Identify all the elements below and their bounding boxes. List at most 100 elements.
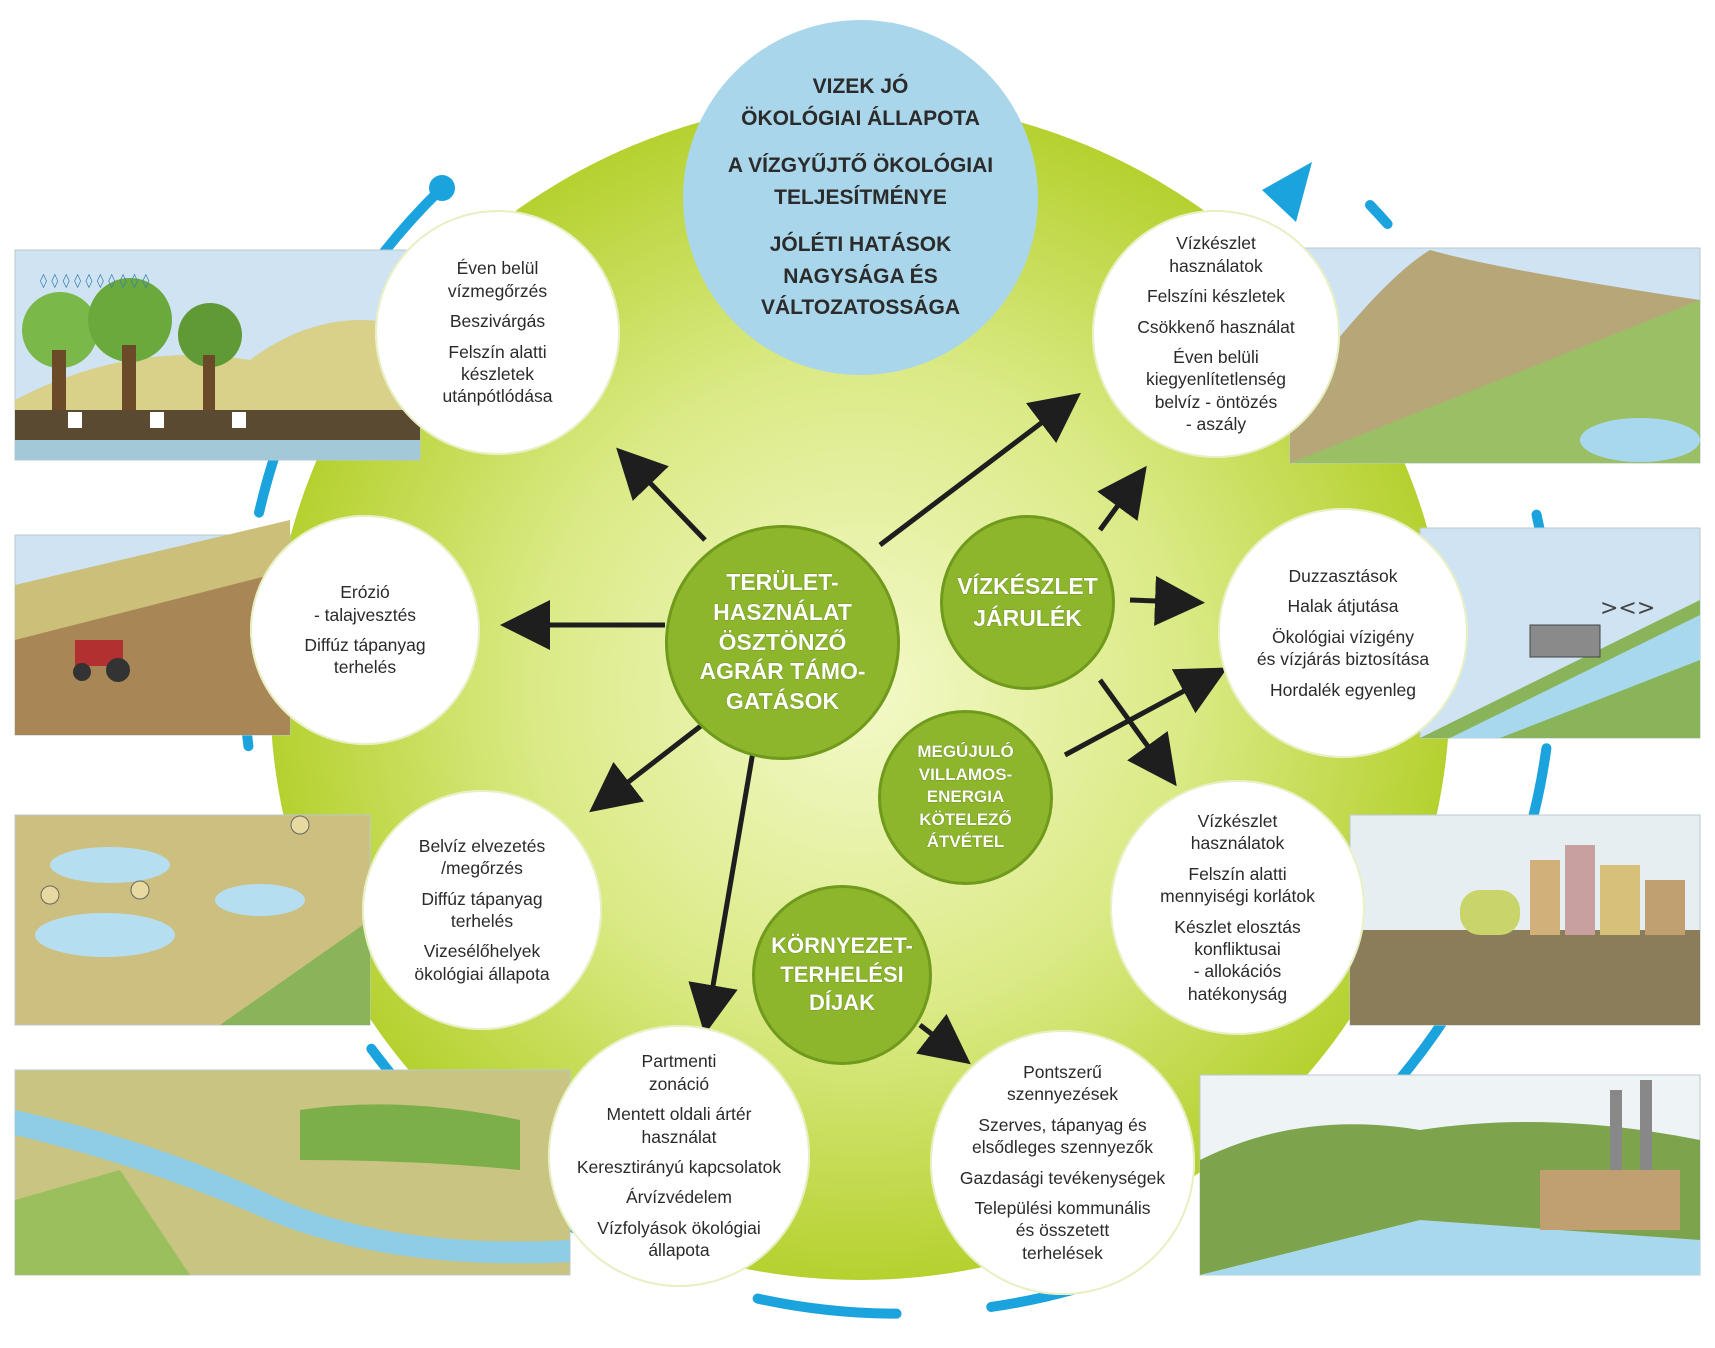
node-item: Gazdasági tevékenységek	[960, 1167, 1165, 1189]
hub-line: VILLAMOS-	[918, 764, 1013, 784]
hub-environmental-fees: KÖRNYEZET- TERHELÉSI DÍJAK	[752, 885, 932, 1065]
connector-arrows	[500, 392, 1228, 1065]
node-item: Hordalék egyenleg	[1270, 679, 1416, 701]
tractor-panel	[14, 520, 291, 736]
node-item: Csökkenő használat	[1137, 316, 1295, 338]
node-line: és összetett	[1015, 1220, 1110, 1241]
node-line: Éven belül	[456, 258, 539, 279]
dam-weir-icon	[1529, 624, 1601, 658]
city-panel	[1349, 814, 1701, 1026]
node-line: szennyezések	[1007, 1084, 1118, 1105]
node-line: Árvízvédelem	[625, 1187, 732, 1208]
node-line: zonáció	[648, 1073, 710, 1094]
node-line: Felszín alatti	[1188, 863, 1287, 884]
hub-water-levy: VÍZKÉSZLET JÁRULÉK	[940, 515, 1115, 690]
hill-panel	[1289, 247, 1701, 464]
node-line: konfliktusai	[1194, 938, 1281, 959]
river-panel	[14, 1069, 571, 1276]
node-item: Beszivárgás	[450, 310, 545, 332]
node-line: Éven belüli	[1173, 347, 1259, 367]
goal-group-2: A VÍZGYŰJTŐ ÖKOLÓGIAI TELJESÍTMÉNYE	[728, 150, 993, 213]
node-item: Erózió- talajvesztés	[314, 581, 416, 626]
rain-drops-icon: ◊ ◊ ◊ ◊ ◊ ◊ ◊ ◊ ◊ ◊	[40, 273, 149, 289]
node-line: használatok	[1190, 833, 1285, 854]
hub-line: AGRÁR TÁMO-	[699, 658, 866, 685]
node-line: Keresztirányú kapcsolatok	[576, 1157, 782, 1177]
hub-line: KÖTELEZŐ	[919, 809, 1012, 829]
node-line: Diffúz tápanyag	[304, 635, 426, 655]
node-line: ökológiai állapota	[414, 963, 550, 984]
node-line: - aszály	[1185, 414, 1247, 435]
node-line: Belvíz elvezetés	[418, 835, 546, 856]
hub-line: KÖRNYEZET-	[771, 933, 913, 959]
node-line: Hordalék egyenleg	[1270, 679, 1416, 700]
node-item: Felszíni készletek	[1147, 285, 1285, 307]
node-line: vízmegőrzés	[447, 280, 548, 301]
node-line: - talajvesztés	[313, 604, 417, 625]
node-line: terhelések	[1022, 1242, 1103, 1263]
hub-land-use: TERÜLET- HASZNÁLAT ÖSZTÖNZŐ AGRÁR TÁMO- …	[665, 525, 900, 760]
goal-line: VIZEK JÓ	[812, 75, 909, 99]
node-line: és vízjárás biztosítása	[1256, 649, 1430, 670]
goal-group-3: JÓLÉTI HATÁSOK NAGYSÁGA ÉS VÁLTOZATOSSÁG…	[761, 229, 960, 324]
hub-line: TERHELÉSI	[780, 961, 904, 987]
hub-line: ENERGIA	[926, 787, 1005, 807]
inland-water-panel	[14, 814, 371, 1026]
node-inland-water: Belvíz elvezetés/megőrzés Diffúz tápanya…	[362, 790, 602, 1030]
hub-line: MEGÚJULÓ	[917, 742, 1014, 762]
node-line: Vízkészlet	[1197, 810, 1278, 831]
node-line: Szerves, tápanyag és	[978, 1114, 1147, 1135]
node-line: Erózió	[340, 582, 390, 603]
node-line: Duzzasztások	[1288, 566, 1398, 587]
node-line: Ökológiai vízigény	[1271, 626, 1415, 647]
node-line: /megőrzés	[441, 858, 523, 879]
city-icon	[1530, 860, 1560, 935]
fish-icon: ><>	[1600, 596, 1655, 621]
goal-group-1: VIZEK JÓ ÖKOLÓGIAI ÁLLAPOTA	[741, 71, 980, 134]
node-line: terhelés	[450, 911, 514, 931]
node-line: Felszíni készletek	[1146, 286, 1286, 307]
node-line: Gazdasági tevékenységek	[959, 1167, 1166, 1188]
node-line: mennyiségi korlátok	[1160, 886, 1315, 907]
node-line: terhelés	[333, 657, 397, 678]
node-line: - allokációs	[1193, 961, 1282, 982]
goal-line: A VÍZGYŰJTŐ ÖKOLÓGIAI	[727, 154, 994, 178]
top-goal-circle: VIZEK JÓ ÖKOLÓGIAI ÁLLAPOTA A VÍZGYŰJTŐ …	[683, 20, 1038, 375]
hub-line: ÖSZTÖNZŐ	[718, 628, 847, 655]
node-line: Vízfolyások ökológiai	[597, 1217, 761, 1238]
node-line: kiegyenlítetlenség	[1145, 369, 1287, 390]
node-item: Árvízvédelem	[626, 1186, 732, 1208]
node-line: készletek	[461, 363, 534, 384]
factory-panel	[1199, 1074, 1701, 1276]
hub-line: TERÜLET-	[726, 568, 839, 595]
hub-line: GATÁSOK	[725, 688, 840, 715]
node-item: Duzzasztások	[1289, 565, 1398, 587]
hub-line: JÁRULÉK	[973, 604, 1082, 631]
goal-line: ÖKOLÓGIAI ÁLLAPOTA	[741, 106, 980, 130]
node-line: Partmenti	[641, 1051, 717, 1072]
node-line: Mentett oldali ártér	[606, 1104, 752, 1125]
ring-arrowhead-icon	[1262, 162, 1312, 222]
hub-line: ÁTVÉTEL	[926, 832, 1005, 852]
goal-line: NAGYSÁGA ÉS	[783, 264, 938, 288]
node-line: használatok	[1169, 255, 1263, 276]
node-line: elsődleges szennyezők	[972, 1137, 1153, 1158]
node-dams: Duzzasztások Halak átjutása Ökológiai ví…	[1218, 508, 1468, 758]
node-line: Vizesélőhelyek	[423, 941, 541, 962]
node-line: Halak átjutása	[1287, 596, 1399, 617]
